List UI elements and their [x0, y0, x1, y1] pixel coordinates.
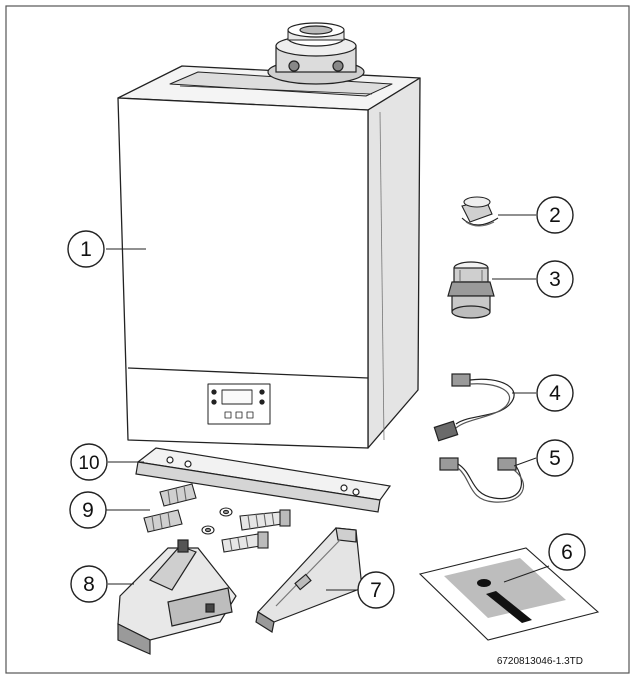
callout-6: 6: [548, 533, 586, 571]
compression-fitting-small: [461, 196, 499, 227]
pipe-cover-right: [255, 527, 363, 633]
callout-1: 1: [67, 230, 105, 268]
mounting-rail: [135, 447, 392, 513]
callout-1-label: 1: [80, 238, 92, 261]
callout-10: 10: [70, 443, 108, 481]
wall-plugs-and-screws: [143, 483, 291, 553]
callout-3-label: 3: [549, 268, 561, 291]
compression-fitting-large: [447, 261, 495, 319]
connection-cable-a: [433, 373, 515, 442]
callout-4-label: 4: [549, 382, 561, 405]
connection-cable-b: [439, 457, 525, 503]
figure-reference-code: 6720813046-1.3TD: [497, 656, 583, 667]
callout-7: 7: [357, 571, 395, 609]
callout-7-label: 7: [370, 579, 382, 602]
figure-frame: [5, 5, 630, 674]
callout-10-label: 10: [78, 453, 99, 474]
flue-adapter: [267, 22, 365, 85]
callout-5-label: 5: [549, 447, 561, 470]
callout-6-label: 6: [561, 541, 573, 564]
callout-8-label: 8: [83, 573, 95, 596]
callout-2-label: 2: [549, 204, 561, 227]
information-sheet: [418, 547, 600, 641]
leader-lines: [106, 214, 550, 591]
callout-3: 3: [536, 260, 574, 298]
callout-2: 2: [536, 196, 574, 234]
connection-bracket-left: [117, 539, 237, 655]
callout-4: 4: [536, 374, 574, 412]
callout-8: 8: [70, 565, 108, 603]
callout-9-label: 9: [82, 499, 94, 522]
callout-9: 9: [69, 491, 107, 529]
callout-5: 5: [536, 439, 574, 477]
boiler-unit: [117, 65, 421, 449]
